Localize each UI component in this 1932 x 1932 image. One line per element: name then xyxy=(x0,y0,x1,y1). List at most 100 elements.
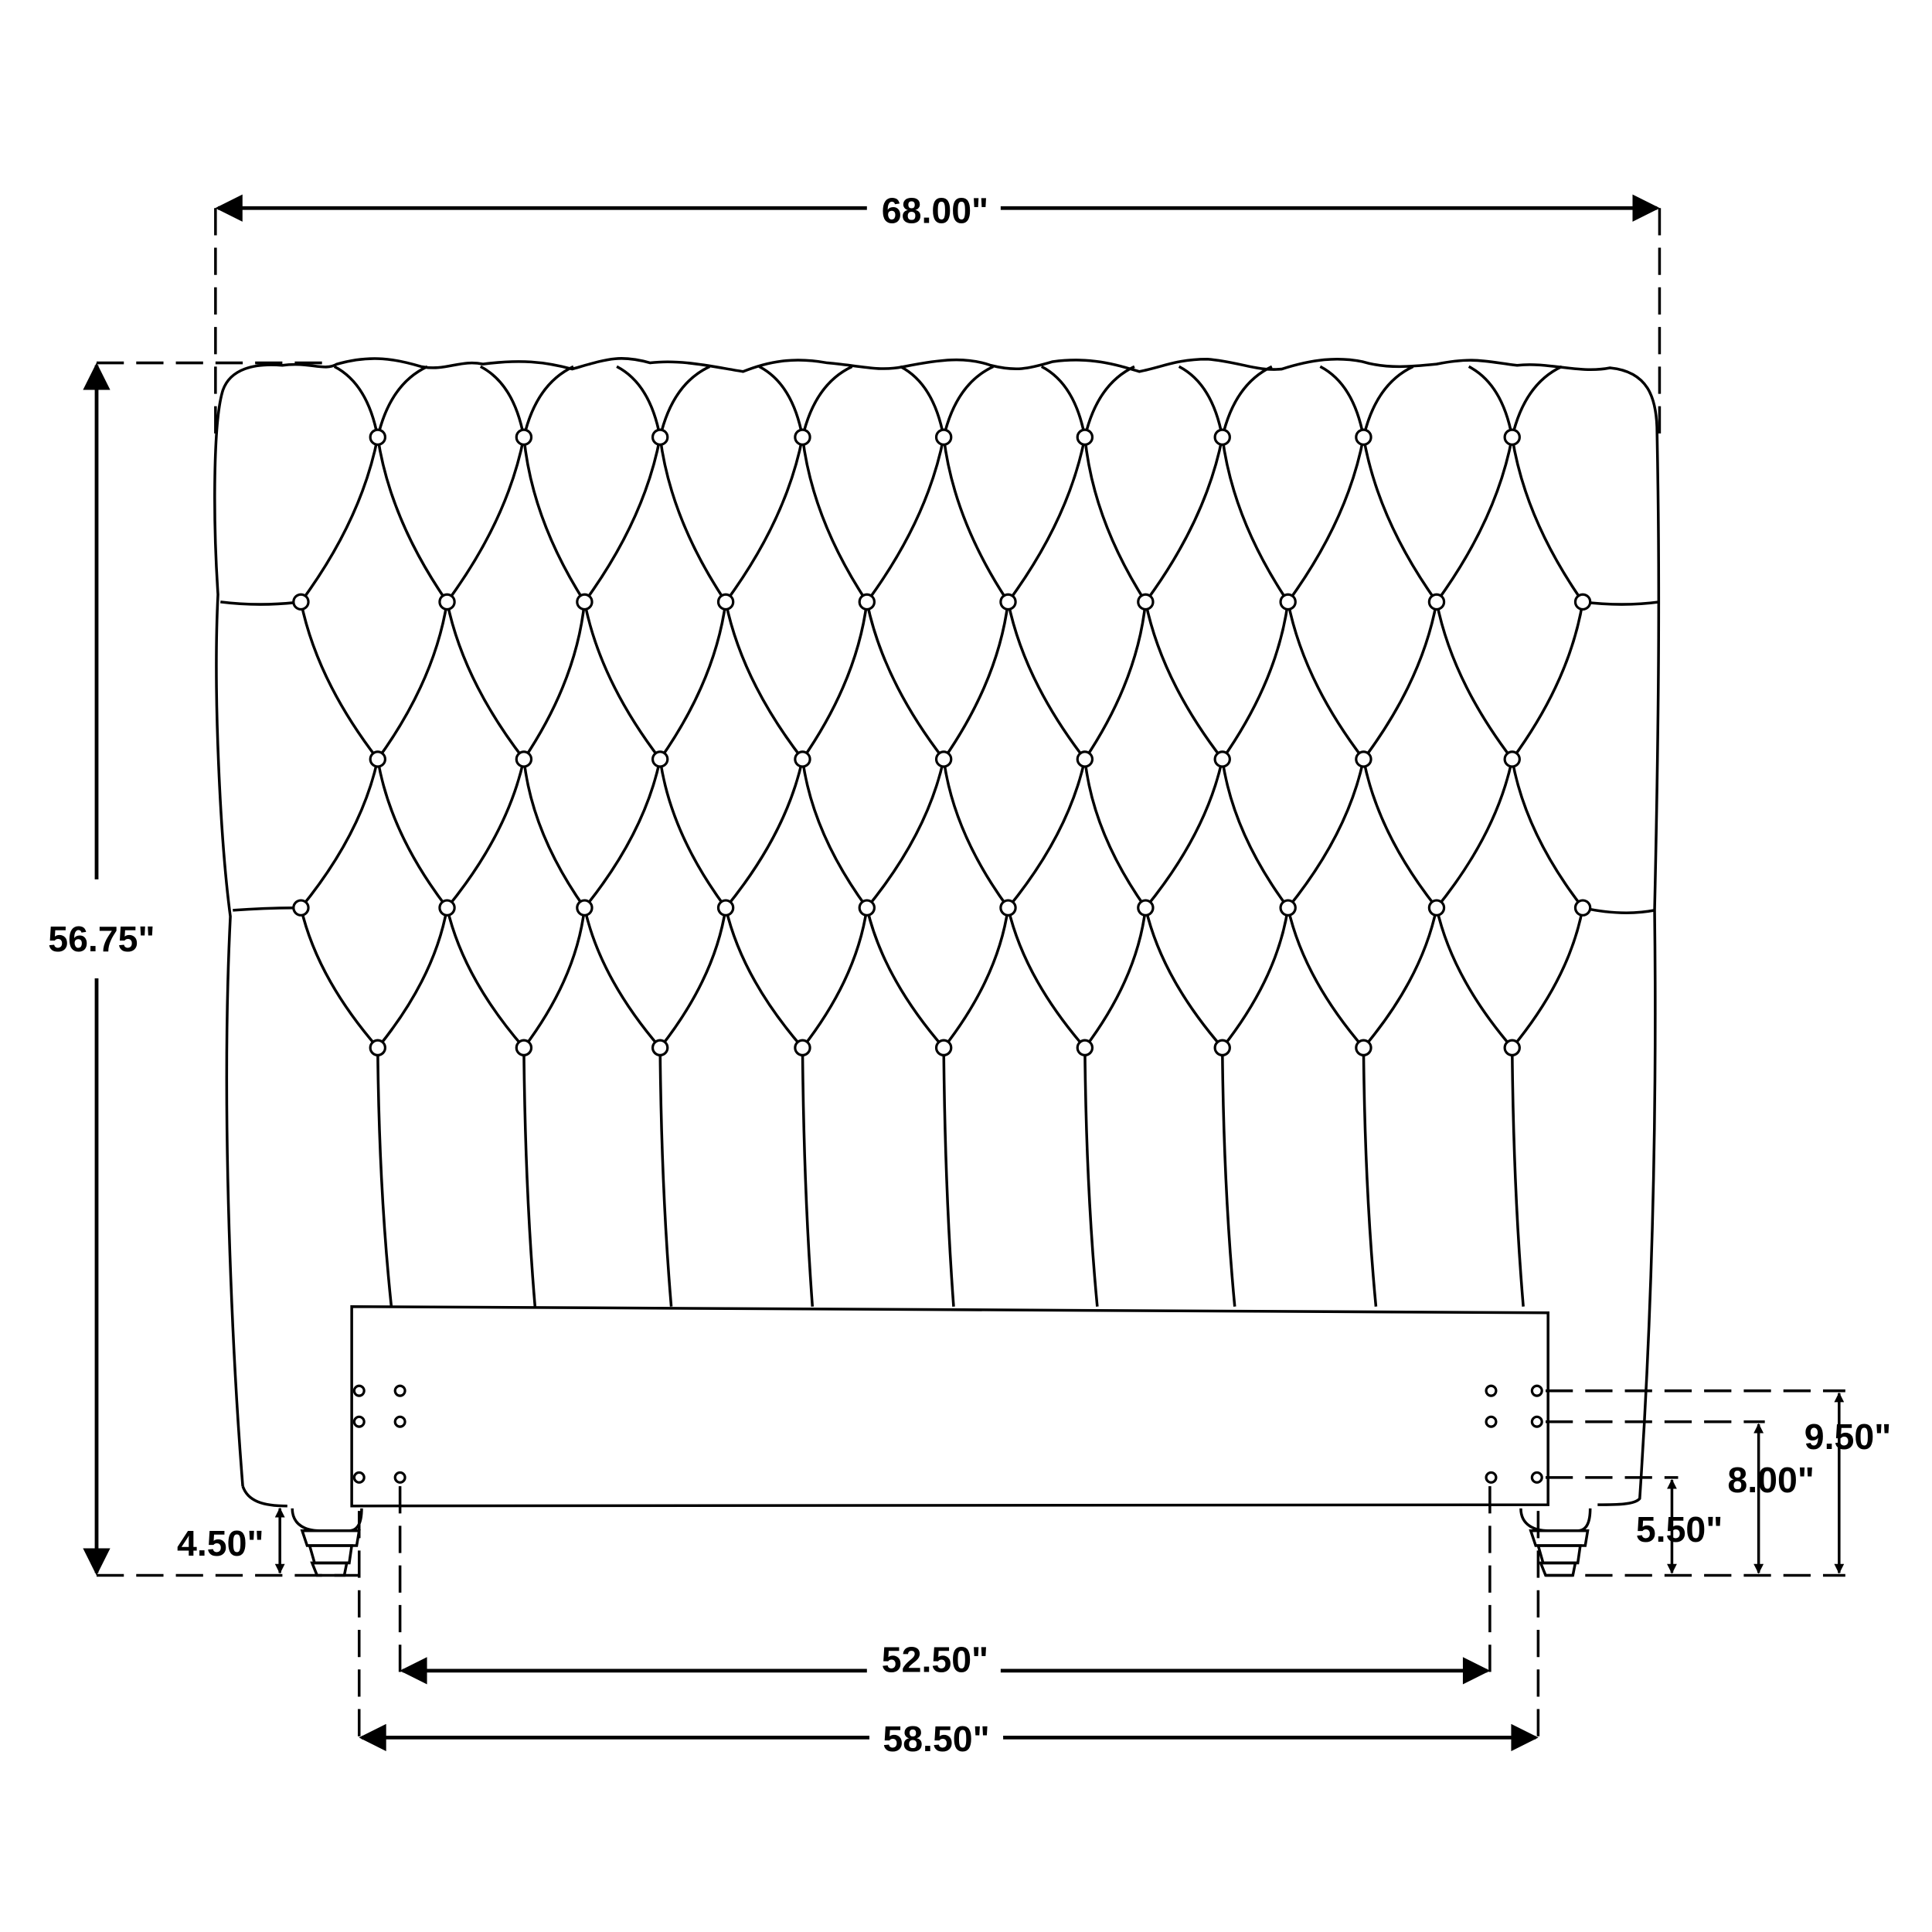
tuft-seam xyxy=(233,906,301,912)
tuft-button xyxy=(1076,428,1094,446)
tuft-button xyxy=(651,428,669,446)
tuft-seam xyxy=(376,1047,393,1307)
tuft-button xyxy=(1076,750,1094,768)
tuft-seam xyxy=(942,601,1010,760)
mounting-hole xyxy=(352,1384,366,1397)
tuft-button xyxy=(1279,593,1297,611)
tuft-seam xyxy=(376,437,448,603)
tuft-seam xyxy=(866,907,945,1049)
tuft-seam xyxy=(1083,759,1147,909)
tuft-button xyxy=(515,1039,533,1056)
tuft-button xyxy=(794,428,811,446)
tuft-button xyxy=(716,899,735,917)
tuft-seam xyxy=(658,907,727,1049)
tuft-seam xyxy=(724,601,804,760)
tuft-seam xyxy=(376,907,449,1049)
tuft-button xyxy=(716,593,735,611)
tuft-button xyxy=(1279,899,1297,917)
tuft-seam xyxy=(1083,437,1147,603)
tuft-seam xyxy=(220,600,301,606)
mounting-hole xyxy=(393,1384,406,1397)
tuft-button xyxy=(1573,593,1592,611)
tuft-button xyxy=(1355,428,1372,446)
tuft-seam xyxy=(1511,601,1584,760)
tuft-button xyxy=(1213,750,1231,768)
tuft-seam xyxy=(866,758,945,909)
tuft-seam xyxy=(1144,437,1224,603)
leg-left xyxy=(291,1508,363,1577)
tuft-seam xyxy=(446,758,526,909)
tuft-seam xyxy=(1221,601,1290,760)
tuft-button xyxy=(438,593,456,611)
tuft-seam xyxy=(724,907,804,1049)
tuft-seam xyxy=(658,759,727,909)
tuft-seam xyxy=(658,365,711,438)
tuft-seam xyxy=(658,601,727,760)
tuft-button xyxy=(438,899,456,917)
tuft-button xyxy=(369,1039,387,1056)
mounting-hole xyxy=(1485,1471,1498,1484)
tuft-seam xyxy=(758,365,804,438)
tuft-seam xyxy=(1362,601,1438,760)
tuft-seam xyxy=(801,437,869,603)
tuft-seam xyxy=(1362,1047,1378,1307)
tuft-seam xyxy=(1006,907,1087,1049)
tuft-seam xyxy=(658,437,727,603)
mounting-holes xyxy=(352,1384,1543,1484)
tuft-seam xyxy=(1286,601,1365,760)
tuft-seam xyxy=(333,365,379,438)
tuft-button xyxy=(292,593,310,611)
tuft-seam xyxy=(1435,907,1514,1049)
tuft-seam xyxy=(299,601,379,760)
overall-width-label: 68.00" xyxy=(882,190,988,230)
tuft-seam xyxy=(376,601,449,760)
mounting-hole xyxy=(1530,1471,1543,1484)
tuft-seam xyxy=(1083,1047,1099,1307)
tuft-button xyxy=(858,593,876,611)
tuft-seam xyxy=(1510,1047,1525,1307)
tuft-seam xyxy=(1144,907,1224,1049)
tuft-seam xyxy=(522,907,587,1049)
tuft-seam xyxy=(1083,365,1135,438)
tuft-seam xyxy=(900,365,945,438)
tuft-button xyxy=(515,428,533,446)
tuft-seam xyxy=(376,759,448,909)
tuft-button xyxy=(1137,899,1155,917)
tuft-seam xyxy=(1435,437,1514,603)
tuft-button xyxy=(1213,1039,1231,1056)
tuft-seam xyxy=(801,1047,815,1307)
tuft-seam xyxy=(1287,437,1366,603)
tuft-seam xyxy=(446,437,526,603)
tuft-button xyxy=(651,1039,669,1056)
tuft-button xyxy=(1427,593,1446,611)
tufting-pattern xyxy=(220,365,1660,1307)
tuft-seam xyxy=(376,365,428,438)
low-mount-height-label: 5.50" xyxy=(1636,1509,1723,1549)
tuft-button xyxy=(999,593,1017,611)
tuft-seam xyxy=(866,437,945,603)
mounting-hole xyxy=(1530,1384,1543,1397)
tuft-button xyxy=(1137,593,1155,611)
tuft-button xyxy=(369,750,387,768)
tuft-seam xyxy=(866,601,945,760)
tuft-seam xyxy=(583,437,662,603)
tuft-seam xyxy=(616,365,662,438)
headboard-outline xyxy=(213,357,1661,1506)
tuft-button xyxy=(1573,899,1592,917)
tuft-button xyxy=(999,899,1017,917)
tuft-button xyxy=(934,1039,953,1056)
tuft-seam xyxy=(1511,365,1563,438)
tuft-seam xyxy=(1083,907,1148,1049)
middle-mount-height-label: 8.00" xyxy=(1727,1460,1814,1500)
tuft-button xyxy=(858,899,876,917)
tuft-seam xyxy=(801,365,853,438)
tuft-seam xyxy=(1510,759,1584,909)
tuft-seam xyxy=(1220,437,1290,603)
tuft-seam xyxy=(1286,907,1365,1049)
tuft-seam xyxy=(522,601,587,760)
tuft-seam xyxy=(1362,437,1438,603)
tuft-button xyxy=(1503,428,1521,446)
mounting-hole xyxy=(393,1471,406,1484)
tuft-seam xyxy=(1287,759,1366,909)
